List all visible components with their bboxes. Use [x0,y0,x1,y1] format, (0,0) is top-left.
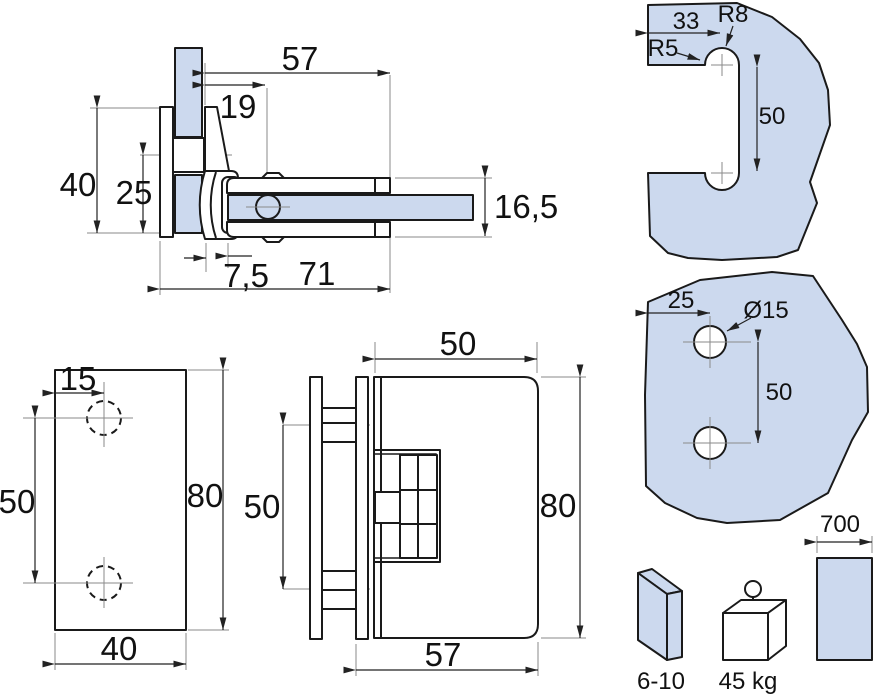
dim-label-57-bottom: 57 [425,636,462,673]
dim-label-r5: R5 [648,35,679,62]
dim-label-25: 25 [668,287,695,314]
dim-label-50: 50 [0,483,35,520]
glass-cutout-view: 33 R8 R5 50 [635,1,831,261]
dim-label-50-left: 50 [244,488,281,525]
clamp-crossbar [321,407,357,424]
arm-nub-top [261,172,285,179]
clamp-crossbar [321,570,357,591]
max-weight-icon [722,580,787,661]
dim-label-71: 71 [299,255,336,292]
dim-label-40: 40 [101,630,138,667]
max-width-label: 700 [820,511,860,538]
dim-label-d15: Ø15 [743,297,788,324]
weight-front-face [722,612,769,661]
dim-label-r8: R8 [718,1,749,28]
spec-icons: 6-10 45 kg 700 [637,511,873,695]
drill-template-view: 25 Ø15 50 [635,271,869,524]
max-weight-label: 45 kg [719,668,778,695]
dim-label-19: 19 [220,88,257,125]
fixed-glass-lower [174,174,203,234]
leader-r8 [725,25,734,47]
dim-label-25: 25 [116,174,153,211]
glass-thickness-icon [637,568,683,661]
wall-plate-face [54,369,187,631]
plate-view: 15 50 80 40 [0,357,229,670]
dim-label-40: 40 [60,166,97,203]
dim-label-50: 50 [766,379,793,406]
housing-inner-curve [209,171,217,239]
dim-label-57: 57 [282,40,319,77]
knuckle-slot [374,449,441,563]
dim-label-33: 33 [673,8,700,35]
top-view: 57 19 40 25 16,5 7,5 71 [60,40,558,295]
leader-d15 [726,317,752,332]
glass-cutout-shape [647,2,831,261]
fixed-glass-upper [174,47,203,138]
wall-plate-strip [309,376,323,640]
dim-label-15: 15 [60,360,97,397]
clamp-arm-bottom [226,221,391,238]
door-panel [816,557,873,661]
knuckle-tongue [374,491,401,524]
dim-label-50-top: 50 [440,325,477,362]
slab-side-face [666,590,683,661]
max-width-icon [804,536,873,661]
weight-ring [744,580,762,598]
leader-r5 [676,52,701,61]
glass-thickness-label: 6-10 [637,668,685,695]
wall-plate-profile [159,106,174,238]
dim-label-50: 50 [759,103,786,130]
dim-label-16-5: 16,5 [494,188,558,225]
front-view: 50 80 50 57 [244,325,586,676]
clamp-arm-top [226,177,391,194]
arm-nub-bottom [261,236,285,243]
hinge-body-front [373,376,539,639]
clamp-crossbar [321,422,357,443]
dim-label-80: 80 [187,477,224,514]
clamp-crossbar [321,589,357,610]
clamp-block [172,137,205,173]
glass-plate-strip [355,376,369,640]
dim-label-80: 80 [540,487,577,524]
